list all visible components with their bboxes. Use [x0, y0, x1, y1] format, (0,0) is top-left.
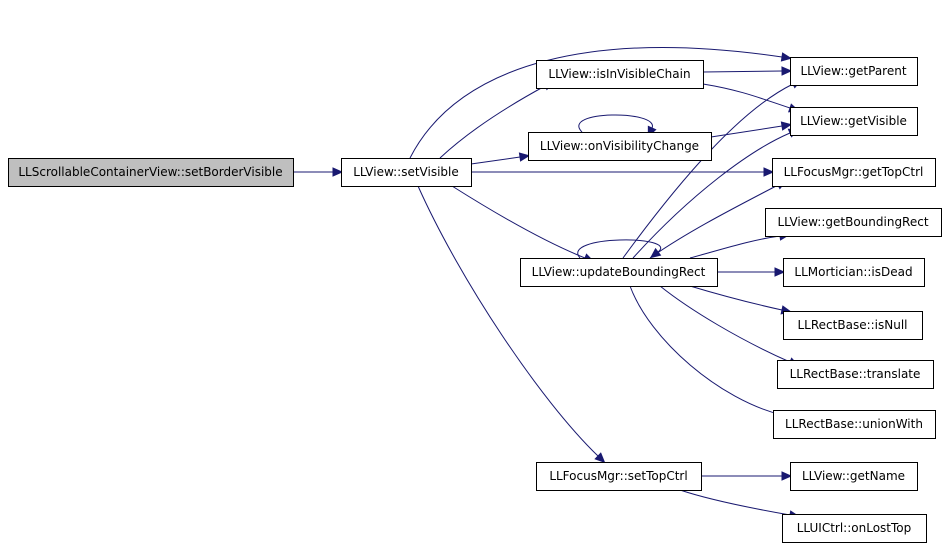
edge-line — [702, 83, 791, 109]
edge-updateBoundingRect-to-updateBoundingRect — [577, 239, 662, 259]
arrowhead-icon — [594, 452, 606, 464]
node-box[interactable] — [790, 107, 918, 136]
edge-line — [470, 156, 521, 165]
node-isDead[interactable]: LLMortician::isDead — [783, 258, 925, 287]
edge-root-to-setVisible — [293, 167, 344, 177]
edge-setVisible-to-onVisibilityChange — [470, 152, 531, 165]
edge-setVisible-to-getTopCtrl — [471, 167, 775, 177]
edge-line — [577, 239, 662, 259]
node-setTopCtrl[interactable]: LLFocusMgr::setTopCtrl — [536, 462, 702, 491]
node-getTopCtrl[interactable]: LLFocusMgr::getTopCtrl — [772, 158, 936, 187]
edge-line — [649, 184, 779, 259]
node-label: LLView::getName — [802, 469, 905, 483]
node-translate[interactable]: LLRectBase::translate — [777, 360, 934, 389]
arrowhead-icon — [332, 167, 344, 177]
edge-line — [451, 185, 586, 259]
node-label: LLUICtrl::onLostTop — [797, 521, 912, 535]
edge-setTopCtrl-to-getName — [701, 471, 793, 481]
node-label: LLRectBase::isNull — [798, 318, 908, 332]
arrowhead-icon — [780, 121, 793, 131]
edge-line — [417, 185, 599, 457]
node-unionWith[interactable]: LLRectBase::unionWith — [773, 410, 936, 439]
node-box[interactable] — [341, 158, 472, 187]
edge-updateBoundingRect-to-isDead — [717, 267, 786, 277]
nodes-layer: LLScrollableContainerView::setBorderVisi… — [8, 57, 942, 543]
edge-line — [689, 285, 783, 311]
node-box[interactable] — [536, 462, 702, 491]
node-label: LLRectBase::translate — [790, 367, 921, 381]
node-label: LLView::setVisible — [353, 165, 459, 179]
arrowhead-icon — [780, 52, 793, 62]
node-label: LLView::isInVisibleChain — [548, 67, 690, 81]
edge-updateBoundingRect-to-unionWith — [629, 285, 792, 420]
node-box[interactable] — [777, 360, 934, 389]
node-updateBoundingRect[interactable]: LLView::updateBoundingRect — [520, 258, 718, 287]
node-box[interactable] — [773, 410, 936, 439]
node-box[interactable] — [8, 158, 294, 187]
node-getVisible[interactable]: LLView::getVisible — [790, 107, 918, 136]
arrowhead-icon — [781, 471, 793, 481]
node-label: LLMortician::isDead — [794, 265, 912, 279]
node-setVisible[interactable]: LLView::setVisible — [341, 158, 472, 187]
node-isNull[interactable]: LLRectBase::isNull — [783, 311, 923, 340]
node-box[interactable] — [520, 258, 718, 287]
edge-updateBoundingRect-to-translate — [659, 285, 800, 367]
arrowhead-icon — [763, 167, 775, 177]
edge-setVisible-to-setTopCtrl — [417, 185, 606, 464]
node-getBoundingRect[interactable]: LLView::getBoundingRect — [765, 208, 942, 237]
node-box[interactable] — [772, 158, 936, 187]
edge-line — [659, 285, 791, 363]
edge-line — [702, 70, 783, 73]
edge-isInVisibleChain-to-getParent — [702, 66, 793, 76]
edge-line — [679, 489, 791, 516]
node-label: LLFocusMgr::setTopCtrl — [549, 469, 687, 483]
node-label: LLRectBase::unionWith — [785, 417, 923, 431]
node-label: LLView::getParent — [800, 64, 906, 78]
edge-line — [689, 235, 781, 259]
edge-onVisibilityChange-to-getVisible — [710, 121, 793, 138]
edge-line — [632, 132, 791, 259]
node-label: LLView::onVisibilityChange — [540, 139, 699, 153]
node-label: LLView::getBoundingRect — [777, 215, 928, 229]
edge-line — [439, 85, 546, 159]
edge-setVisible-to-updateBoundingRect — [451, 185, 595, 263]
node-box[interactable] — [782, 514, 927, 543]
arrowhead-icon — [518, 152, 531, 162]
node-label: LLView::getVisible — [800, 114, 907, 128]
node-box[interactable] — [790, 57, 918, 86]
edge-updateBoundingRect-to-isNull — [689, 285, 792, 315]
edge-line — [578, 114, 653, 133]
node-box[interactable] — [536, 60, 704, 89]
node-box[interactable] — [790, 462, 918, 491]
node-isInVisibleChain[interactable]: LLView::isInVisibleChain — [536, 60, 704, 89]
node-box[interactable] — [528, 132, 712, 161]
node-onVisibilityChange[interactable]: LLView::onVisibilityChange — [528, 132, 712, 161]
edge-line — [629, 285, 783, 416]
arrowhead-icon — [774, 267, 786, 277]
node-onLostTop[interactable]: LLUICtrl::onLostTop — [782, 514, 927, 543]
node-box[interactable] — [783, 311, 923, 340]
node-getParent[interactable]: LLView::getParent — [790, 57, 918, 86]
edge-line — [710, 125, 783, 138]
node-box[interactable] — [783, 258, 925, 287]
node-box[interactable] — [765, 208, 942, 237]
node-getName[interactable]: LLView::getName — [790, 462, 918, 491]
arrowhead-icon — [781, 66, 793, 76]
node-label: LLFocusMgr::getTopCtrl — [784, 165, 924, 179]
edge-setTopCtrl-to-onLostTop — [679, 489, 801, 520]
node-label: LLScrollableContainerView::setBorderVisi… — [18, 165, 282, 179]
node-root[interactable]: LLScrollableContainerView::setBorderVisi… — [8, 158, 294, 187]
node-label: LLView::updateBoundingRect — [532, 265, 706, 279]
